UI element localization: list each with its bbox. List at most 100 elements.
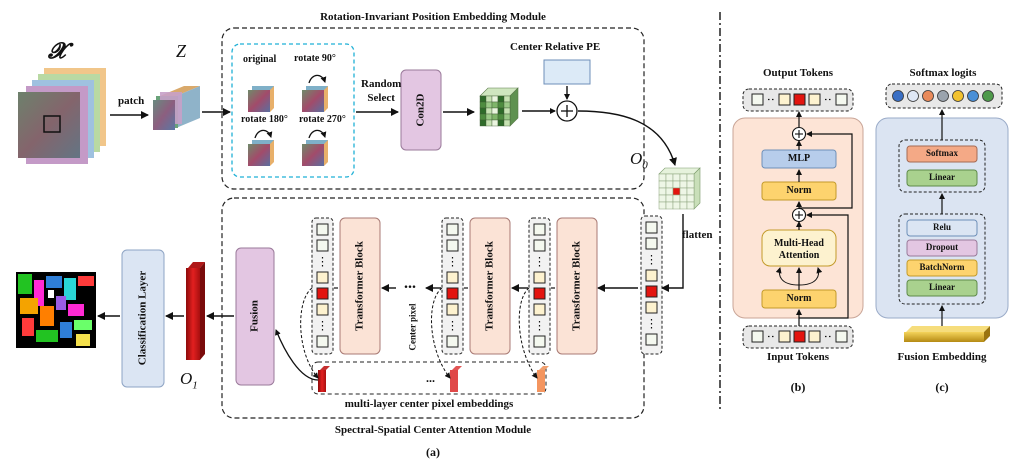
- input-symbol: 𝓧: [48, 38, 66, 63]
- token-square: [808, 93, 821, 106]
- ellipsis-between-blocks: ...: [404, 275, 416, 292]
- o1-letter: O: [180, 369, 193, 388]
- token-square: [645, 285, 658, 298]
- token-square: [446, 287, 459, 300]
- map-region: [60, 322, 72, 338]
- rotate-arrow-icon: [254, 129, 273, 139]
- output-tokens-label: Output Tokens: [762, 67, 834, 79]
- token-square: [533, 223, 546, 236]
- panel-c-caption: (c): [935, 380, 949, 394]
- patch-cube-icon: [153, 86, 200, 130]
- fusion-label: Fusion: [248, 300, 261, 332]
- panel-b-caption: (b): [790, 380, 806, 394]
- map-region: [40, 306, 54, 326]
- rot-label-180: rotate 180°: [241, 114, 288, 125]
- center-pixel-label: Center pixel: [407, 303, 418, 351]
- rotate-arrow-icon: [308, 74, 327, 84]
- map-region: [22, 318, 34, 336]
- z-symbol: Z: [176, 41, 187, 61]
- o0-letter: O: [630, 149, 643, 168]
- rot-label-original: original: [243, 54, 277, 65]
- dropout-label: Dropout: [925, 242, 959, 252]
- logit-circle: [907, 90, 919, 102]
- classification-map-icon: [16, 272, 96, 348]
- token-square: [751, 93, 764, 106]
- o1-subscript: 1: [192, 379, 198, 392]
- linear-label-bottom: Linear: [929, 282, 955, 292]
- token-square: [316, 271, 329, 284]
- map-region: [74, 320, 92, 330]
- token-square: [645, 269, 658, 282]
- fusion-block: [235, 247, 275, 386]
- transformer-block: [556, 217, 598, 355]
- embedding-bar-icon: [450, 366, 462, 392]
- linear-block-bottom: [906, 279, 978, 297]
- token-square: [533, 335, 546, 348]
- logit-circle: [982, 90, 994, 102]
- top-module-title: Rotation-Invariant Position Embedding Mo…: [320, 11, 546, 23]
- logit-circle: [967, 90, 979, 102]
- token-square: [316, 239, 329, 252]
- token-square: [645, 301, 658, 314]
- transformer-block: [469, 217, 511, 355]
- feature-cube-icon: [479, 87, 519, 127]
- transformer-label-3: Transformer Block: [353, 241, 366, 331]
- random-select-label: Random Select: [361, 78, 402, 104]
- token-square: [645, 237, 658, 250]
- token-square: [446, 303, 459, 316]
- rotated-cube-original-icon: [248, 86, 274, 112]
- rotated-cube-180-icon: [248, 140, 274, 166]
- linear-block-top: [906, 169, 978, 187]
- map-region: [78, 276, 94, 286]
- token-square: [808, 330, 821, 343]
- conv2d-block: [400, 69, 442, 151]
- token-square: [778, 330, 791, 343]
- logit-circle: [922, 90, 934, 102]
- logit-circle: [892, 90, 904, 102]
- token-square: [316, 287, 329, 300]
- token-column: [441, 217, 464, 355]
- map-region: [36, 330, 58, 342]
- token-square: [645, 221, 658, 234]
- transformer-label-2: Transformer Block: [483, 241, 496, 331]
- attention-label: Multi-Head Attention: [774, 238, 824, 261]
- token-square: [316, 223, 329, 236]
- token-square: [533, 271, 546, 284]
- norm-label-bottom: Norm: [786, 293, 812, 304]
- dropout-block: [906, 239, 978, 257]
- batchnorm-label: BatchNorm: [919, 262, 965, 272]
- token-square: [533, 239, 546, 252]
- rot-label-90: rotate 90°: [294, 53, 336, 64]
- token-square: [835, 330, 848, 343]
- token-square: [645, 333, 658, 346]
- norm-label-top: Norm: [786, 185, 812, 196]
- token-square: [793, 330, 806, 343]
- fusion-embedding-bar-icon: [904, 326, 990, 342]
- panel-a-caption: (a): [426, 445, 440, 459]
- token-square: [446, 271, 459, 284]
- map-region: [34, 280, 44, 306]
- center-relative-pe-box: [543, 59, 591, 85]
- relu-block: [906, 219, 978, 237]
- token-square: [533, 303, 546, 316]
- top-module-box: [221, 27, 645, 190]
- conv2d-label: Con2D: [414, 93, 427, 127]
- embedding-bar-icon: [318, 366, 330, 392]
- relu-label: Relu: [933, 222, 951, 232]
- softmax-logits-label: Softmax logits: [909, 67, 977, 79]
- ellipsis-embeddings: ...: [426, 371, 435, 385]
- softmax-label: Softmax: [926, 148, 958, 158]
- rotated-cube-270-icon: [302, 140, 328, 166]
- classification-layer: [121, 249, 165, 388]
- fusion-embedding-label: Fusion Embedding: [897, 351, 987, 363]
- o1-bar-icon: [186, 262, 205, 360]
- map-region: [64, 278, 76, 300]
- embeddings-box: [311, 361, 547, 395]
- softmax-block: [906, 145, 978, 163]
- token-column: [311, 217, 334, 355]
- map-region: [56, 296, 66, 310]
- patch-label: patch: [118, 95, 145, 107]
- token-square: [533, 287, 546, 300]
- hsi-cube-icon: [18, 68, 106, 164]
